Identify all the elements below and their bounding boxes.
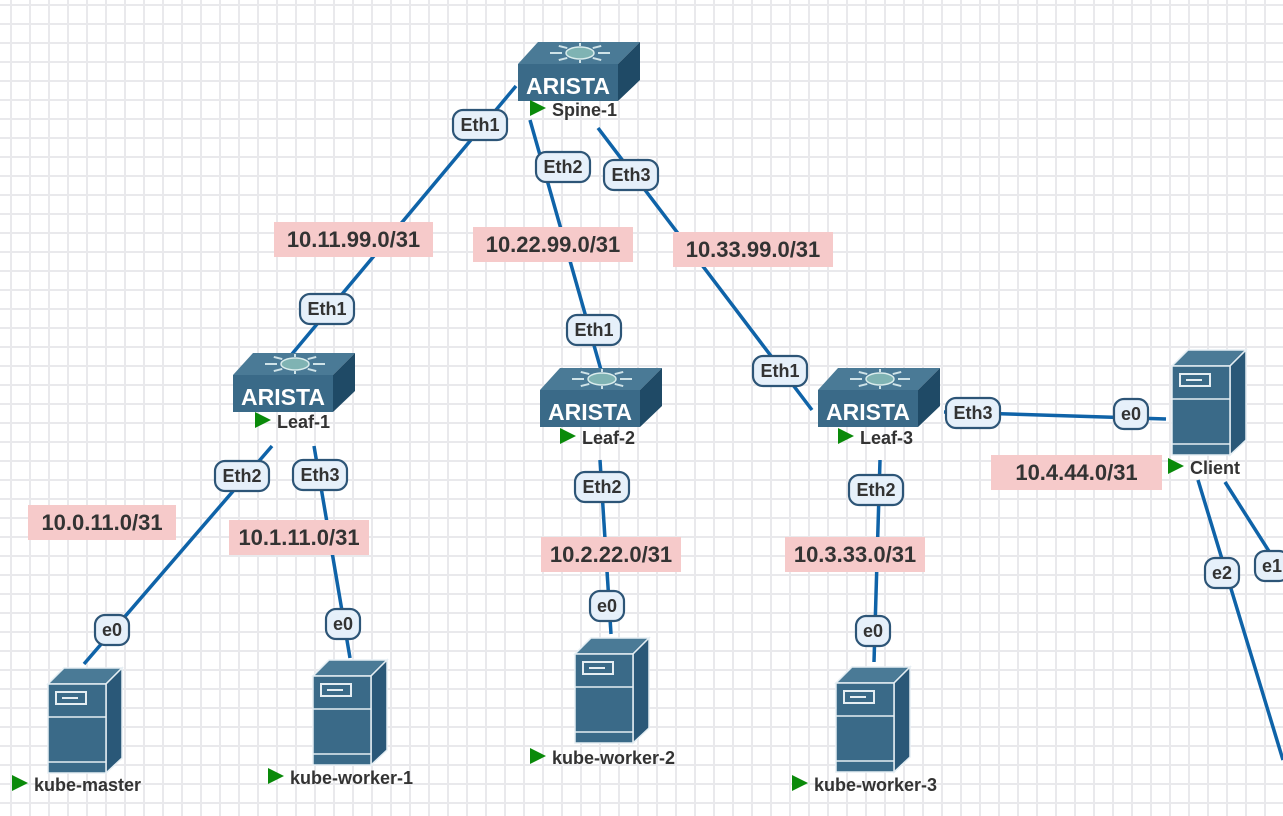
interface-eth2[interactable]: Eth2 (847, 473, 905, 507)
node-label: Client (1190, 458, 1240, 478)
interface-e1[interactable]: e1 (1253, 549, 1283, 583)
interface-label: Eth2 (543, 157, 582, 177)
server-icon (573, 636, 651, 745)
node-label: kube-master (34, 775, 141, 795)
running-status-icon (12, 775, 28, 791)
node-label: Leaf-3 (860, 428, 913, 448)
brand-logo: ARISTA (548, 399, 632, 425)
interface-e0[interactable]: e0 (1112, 397, 1150, 431)
subnet-label: 10.33.99.0/31 (673, 232, 833, 267)
interface-eth1[interactable]: Eth1 (751, 354, 809, 388)
interface-label: e2 (1212, 563, 1232, 583)
svg-text:10.1.11.0/31: 10.1.11.0/31 (238, 525, 359, 550)
brand-logo: ARISTA (526, 73, 610, 99)
svg-text:10.22.99.0/31: 10.22.99.0/31 (486, 232, 621, 257)
interface-label: Eth1 (307, 299, 346, 319)
interface-eth3[interactable]: Eth3 (291, 458, 349, 492)
subnet-label: 10.2.22.0/31 (541, 537, 681, 572)
running-status-icon (1168, 458, 1184, 474)
switch-icon: ARISTA (540, 368, 662, 427)
running-status-icon (792, 775, 808, 791)
running-status-icon (560, 428, 576, 444)
node-kube-worker-3[interactable]: kube-worker-3 (792, 665, 937, 795)
server-icon (311, 658, 389, 767)
interface-eth2[interactable]: Eth2 (573, 470, 631, 504)
interface-label: e0 (863, 621, 883, 641)
running-status-icon (838, 428, 854, 444)
interface-e0[interactable]: e0 (588, 589, 626, 623)
interface-e0[interactable]: e0 (324, 607, 362, 641)
subnet-label: 10.0.11.0/31 (28, 505, 176, 540)
interface-label: e0 (597, 596, 617, 616)
node-leaf-3[interactable]: ARISTA Leaf-3 (818, 368, 940, 448)
node-kube-master[interactable]: kube-master (12, 666, 141, 795)
switch-icon: ARISTA (518, 42, 640, 101)
interface-label: e0 (102, 620, 122, 640)
subnet-label: 10.4.44.0/31 (991, 455, 1162, 490)
interface-label: Eth1 (574, 320, 613, 340)
interface-e2[interactable]: e2 (1203, 556, 1241, 590)
interface-eth1[interactable]: Eth1 (298, 292, 356, 326)
node-client[interactable]: Client (1168, 348, 1248, 478)
node-label: Spine-1 (552, 100, 617, 120)
interface-label: Eth3 (953, 403, 992, 423)
svg-text:10.11.99.0/31: 10.11.99.0/31 (287, 227, 420, 252)
interface-label: Eth2 (856, 480, 895, 500)
brand-logo: ARISTA (826, 399, 910, 425)
node-leaf-2[interactable]: ARISTA Leaf-2 (540, 368, 662, 448)
interface-eth1[interactable]: Eth1 (451, 108, 509, 142)
svg-text:10.33.99.0/31: 10.33.99.0/31 (686, 237, 821, 262)
interface-label: Eth2 (222, 466, 261, 486)
interface-label: Eth2 (582, 477, 621, 497)
interface-label: e0 (333, 614, 353, 634)
interface-eth3[interactable]: Eth3 (602, 158, 660, 192)
link-client-e2[interactable] (1196, 479, 1283, 761)
svg-text:10.3.33.0/31: 10.3.33.0/31 (794, 542, 916, 567)
running-status-icon (255, 412, 271, 428)
svg-text:10.2.22.0/31: 10.2.22.0/31 (550, 542, 672, 567)
server-icon (1170, 348, 1248, 457)
running-status-icon (268, 768, 284, 784)
svg-text:10.0.11.0/31: 10.0.11.0/31 (41, 510, 162, 535)
subnet-label: 10.11.99.0/31 (274, 222, 433, 257)
running-status-icon (530, 748, 546, 764)
node-label: Leaf-2 (582, 428, 635, 448)
interface-e0[interactable]: e0 (854, 614, 892, 648)
brand-logo: ARISTA (241, 384, 325, 410)
interface-eth2[interactable]: Eth2 (213, 459, 271, 493)
interface-label: e0 (1121, 404, 1141, 424)
node-label: kube-worker-3 (814, 775, 937, 795)
subnet-label: 10.3.33.0/31 (785, 537, 925, 572)
node-label: kube-worker-2 (552, 748, 675, 768)
interface-eth3[interactable]: Eth3 (944, 396, 1002, 430)
link-client-e1[interactable] (1223, 481, 1283, 600)
interface-label: Eth3 (611, 165, 650, 185)
interface-e0[interactable]: e0 (93, 613, 131, 647)
interface-label: e1 (1262, 556, 1282, 576)
running-status-icon (530, 100, 546, 116)
server-icon (46, 666, 124, 775)
subnet-label: 10.1.11.0/31 (229, 520, 369, 555)
node-label: Leaf-1 (277, 412, 330, 432)
interface-label: Eth3 (300, 465, 339, 485)
node-label: kube-worker-1 (290, 768, 413, 788)
node-kube-worker-1[interactable]: kube-worker-1 (268, 658, 413, 788)
subnet-label: 10.22.99.0/31 (473, 227, 633, 262)
svg-text:10.4.44.0/31: 10.4.44.0/31 (1015, 460, 1137, 485)
interface-eth2[interactable]: Eth2 (534, 150, 592, 184)
interface-eth1[interactable]: Eth1 (565, 313, 623, 347)
switch-icon: ARISTA (818, 368, 940, 427)
interface-label: Eth1 (760, 361, 799, 381)
switch-icon: ARISTA (233, 353, 355, 412)
node-kube-worker-2[interactable]: kube-worker-2 (530, 636, 675, 768)
interface-label: Eth1 (460, 115, 499, 135)
server-icon (834, 665, 912, 774)
